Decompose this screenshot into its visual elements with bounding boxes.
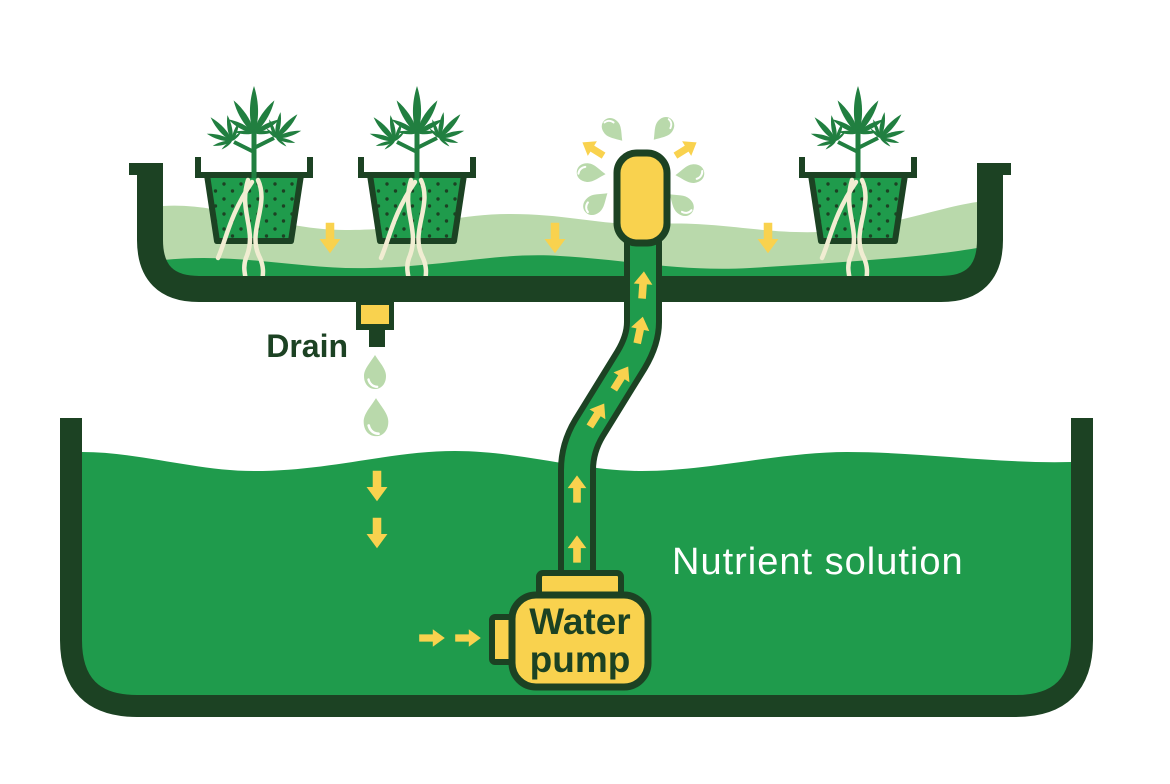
pot-rim-hook-left xyxy=(195,157,214,178)
pot-rim-hook-left xyxy=(799,157,818,178)
plants xyxy=(195,86,917,295)
pot-medium-dots xyxy=(210,178,298,238)
water-drop-icon xyxy=(362,353,388,391)
pot-rim-hook-left xyxy=(358,157,377,178)
drain-assembly: Drain xyxy=(266,300,394,438)
potted-plant xyxy=(195,86,313,295)
grow-tray xyxy=(129,86,1011,302)
drain-valve-cap xyxy=(361,305,389,324)
water-pump-icon xyxy=(508,591,652,691)
arrow-up-left-icon xyxy=(577,135,609,163)
pump-label-line2: pump xyxy=(530,639,631,680)
water-drop-icon xyxy=(574,161,608,185)
potted-plant xyxy=(358,86,476,295)
arrow-up-right-icon xyxy=(670,135,702,163)
plant-icon xyxy=(360,86,474,178)
pot-medium-dots xyxy=(814,178,902,238)
fountain xyxy=(574,112,707,247)
reservoir-tank-outline xyxy=(60,418,1093,717)
water-drop-icon xyxy=(597,113,630,148)
water-drop-icon xyxy=(673,162,707,186)
tray-lip-left xyxy=(129,163,139,175)
pot-rim-hook-right xyxy=(898,157,917,178)
drain-label: Drain xyxy=(266,328,348,364)
tray-shallow-water xyxy=(163,202,977,276)
tray-deep-water xyxy=(163,248,977,276)
water-drop-icon xyxy=(362,396,390,438)
pot-medium-dots xyxy=(373,178,461,238)
water-drop-icon xyxy=(578,185,615,221)
reservoir-label: Nutrient solution xyxy=(672,541,964,583)
tray-outline xyxy=(137,163,1003,302)
tray-lip-right xyxy=(1001,163,1011,175)
water-drop-icon xyxy=(646,112,679,147)
fountain-head-icon xyxy=(613,149,671,247)
potted-plant xyxy=(799,86,917,295)
plant-icon xyxy=(197,86,311,178)
pot-rim-hook-right xyxy=(457,157,476,178)
pump-label-line1: Water xyxy=(529,601,630,642)
pot-rim-hook-right xyxy=(294,157,313,178)
water-pump: Water pump xyxy=(489,570,652,691)
riser-pipe xyxy=(558,210,662,600)
plant-icon xyxy=(801,86,915,178)
